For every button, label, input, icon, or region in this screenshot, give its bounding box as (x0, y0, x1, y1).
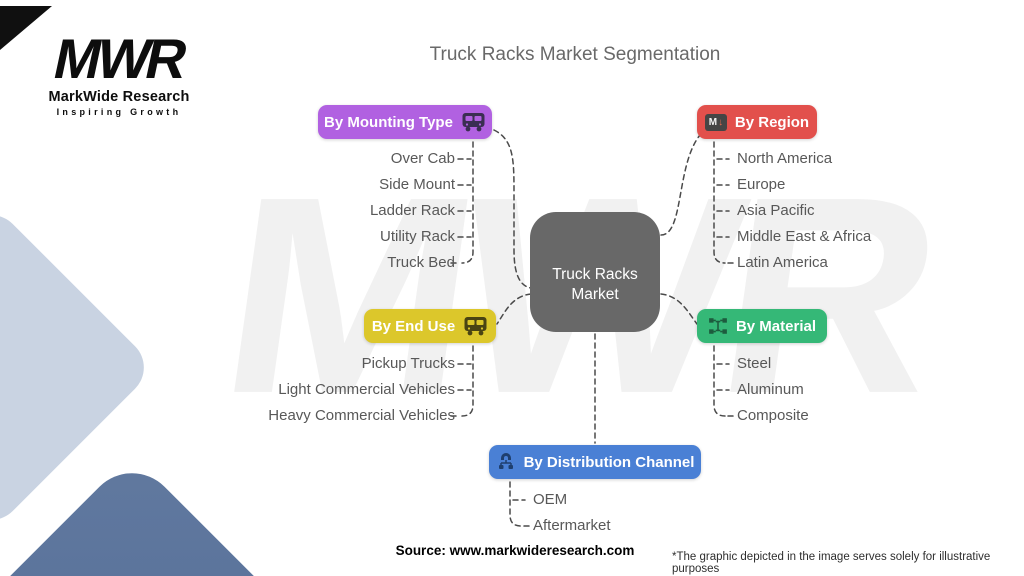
connector-central-to-region (660, 134, 701, 236)
list-item: Steel (737, 355, 772, 372)
list-item: Aftermarket (533, 517, 611, 534)
connector-central-to-mounting (493, 129, 532, 289)
end-use-items: Pickup Trucks Light Commercial Vehicles … (240, 351, 455, 429)
region-label: By Region (734, 113, 810, 131)
central-node-label: Truck Racks Market (552, 265, 638, 303)
material-items: Steel Aluminum Composite (737, 351, 947, 429)
list-item: Over Cab (390, 150, 455, 167)
connector-mounting-spine (461, 141, 474, 264)
source-text: Source: www.markwideresearch.com (395, 543, 635, 558)
material-label: By Material (735, 317, 817, 335)
bus-icon (463, 316, 488, 336)
distribution-channel-items: OEM Aftermarket (533, 487, 693, 539)
connector-distribution-spine (509, 481, 522, 527)
list-item: Ladder Rack (369, 202, 455, 219)
node-by-distribution-channel: By Distribution Channel (489, 445, 701, 479)
central-node-truck-racks-market: Truck Racks Market (530, 212, 660, 332)
list-item: Heavy Commercial Vehicles (268, 407, 455, 424)
region-items: North America Europe Asia Pacific Middle… (737, 146, 947, 276)
list-item: Aluminum (737, 381, 804, 398)
node-by-material: By Material (697, 309, 827, 343)
page-title: Truck Racks Market Segmentation (429, 44, 721, 65)
truck-icon (461, 112, 486, 132)
connector-enduse-spine (461, 345, 474, 417)
list-item: Asia Pacific (737, 202, 815, 219)
mounting-type-label: By Mounting Type (324, 113, 453, 131)
list-item: Composite (737, 407, 809, 424)
list-item: North America (737, 150, 833, 167)
logo-acronym: MWR (48, 27, 190, 90)
node-by-mounting-type: By Mounting Type (318, 105, 492, 139)
end-use-label: By End Use (371, 317, 456, 335)
list-item: Latin America (737, 254, 828, 271)
list-item: Light Commercial Vehicles (278, 381, 455, 398)
disclaimer-text: *The graphic depicted in the image serve… (672, 551, 991, 575)
list-item: Middle East & Africa (737, 228, 872, 245)
vector-anchors-icon (708, 316, 728, 336)
mounting-type-items: Over Cab Side Mount Ladder Rack Utility … (240, 146, 455, 276)
list-item: Side Mount (379, 176, 455, 193)
list-item: OEM (533, 491, 568, 508)
m-down-badge-icon: M↓ (704, 113, 727, 131)
hierarchy-icon (496, 453, 516, 471)
connector-central-to-enduse (496, 293, 532, 325)
list-item: Truck Bed (387, 254, 455, 271)
list-item: Europe (737, 176, 786, 193)
node-by-region: M↓ By Region (697, 105, 817, 139)
distribution-channel-label: By Distribution Channel (523, 453, 695, 471)
connector-central-to-material (660, 293, 698, 325)
logo-company-name: MarkWide Research (48, 88, 190, 105)
connector-region-spine (713, 141, 726, 264)
connector-material-spine (713, 345, 726, 417)
list-item: Pickup Trucks (361, 355, 455, 372)
logo-tagline: Inspiring Growth (56, 106, 182, 117)
list-item: Utility Rack (379, 228, 455, 245)
markwide-research-logo: MWR MarkWide Research Inspiring Growth (34, 27, 204, 117)
node-by-end-use: By End Use (364, 309, 496, 343)
